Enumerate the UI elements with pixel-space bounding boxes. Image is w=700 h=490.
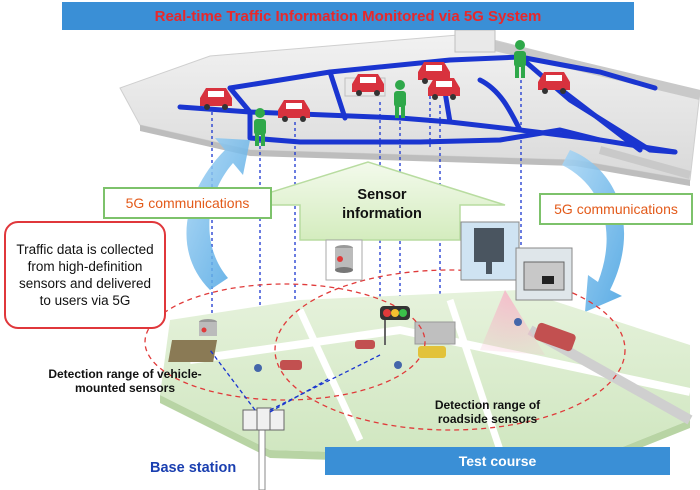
page-title: Real-time Traffic Information Monitored … [62,2,634,30]
roadside-sensor-icon [460,221,573,301]
test-course-banner: Test course [325,447,670,475]
vehicle-sensor-range-caption: Detection range of vehicle-mounted senso… [48,367,202,395]
ground-vehicles [254,318,576,372]
communications-label-left: 5G communications [103,187,272,219]
traffic-data-callout: Traffic data is collected from high-defi… [4,221,166,329]
sensor-information-arrow [229,161,506,241]
radio-links [209,349,381,413]
roadside-sensor-range-caption: Detection range of roadside sensors [434,398,541,426]
test-course-ground [160,290,693,468]
person-icons-top [254,40,526,146]
communication-arrows [186,138,625,312]
sensor-information-line2: information [342,206,422,222]
sensor-beam [480,290,545,355]
sensor-information-line1: Sensor [357,187,407,203]
base-station-icon [242,407,285,490]
base-station-label: Base station [150,460,237,476]
database-sensor-icon [325,239,363,281]
vehicle-sensor-range [144,283,426,401]
car-icons-top [200,62,570,122]
roadside-sensor-range [274,269,626,431]
sensor-information-label: Sensor information [322,186,442,224]
vehicle-sensor-icon [199,319,217,336]
traffic-light-icon [380,306,410,345]
traffic-data-callout-text: Traffic data is collected from high-defi… [16,242,154,308]
communications-label-right: 5G communications [539,193,693,225]
